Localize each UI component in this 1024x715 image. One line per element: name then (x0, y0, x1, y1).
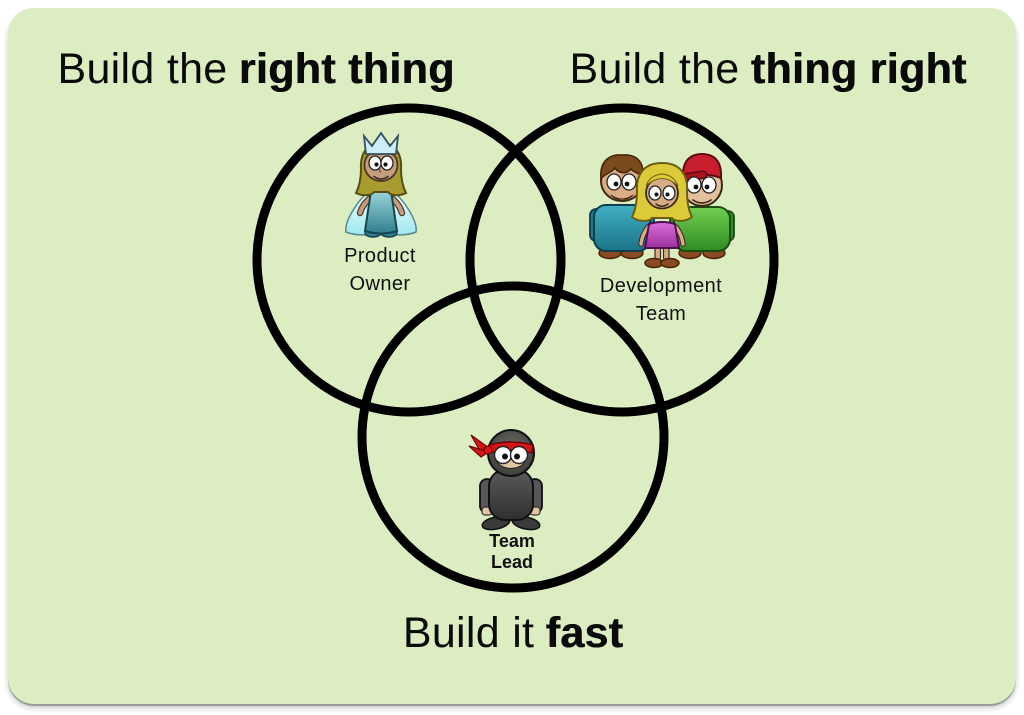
ninja-body (488, 469, 534, 521)
princess-crown (362, 131, 400, 155)
development-team-icon (589, 152, 735, 269)
label-line: Lead (490, 552, 533, 572)
caption-bold-text: thing right (750, 45, 967, 93)
label-line: Product (344, 245, 416, 267)
venn-diagram-card (8, 8, 1016, 704)
label-line: Owner (349, 273, 411, 295)
ninja-icon (468, 429, 543, 531)
caption-regular-text: Build it (402, 609, 535, 657)
caption-bold-text: right thing (238, 45, 455, 93)
label-product-owner: Product Owner (290, 242, 470, 298)
caption-bold-text: fast (545, 609, 624, 657)
label-line: Team (489, 531, 535, 551)
label-development-team: Development Team (556, 272, 766, 328)
princess-icon (345, 131, 417, 238)
label-line: Development (599, 275, 723, 297)
caption-regular-text: Build the (569, 45, 740, 93)
developer-front (630, 161, 694, 269)
label-team-lead: Team Lead (427, 531, 597, 573)
label-line: Team (635, 303, 687, 325)
caption-regular-text: Build the (57, 45, 228, 93)
